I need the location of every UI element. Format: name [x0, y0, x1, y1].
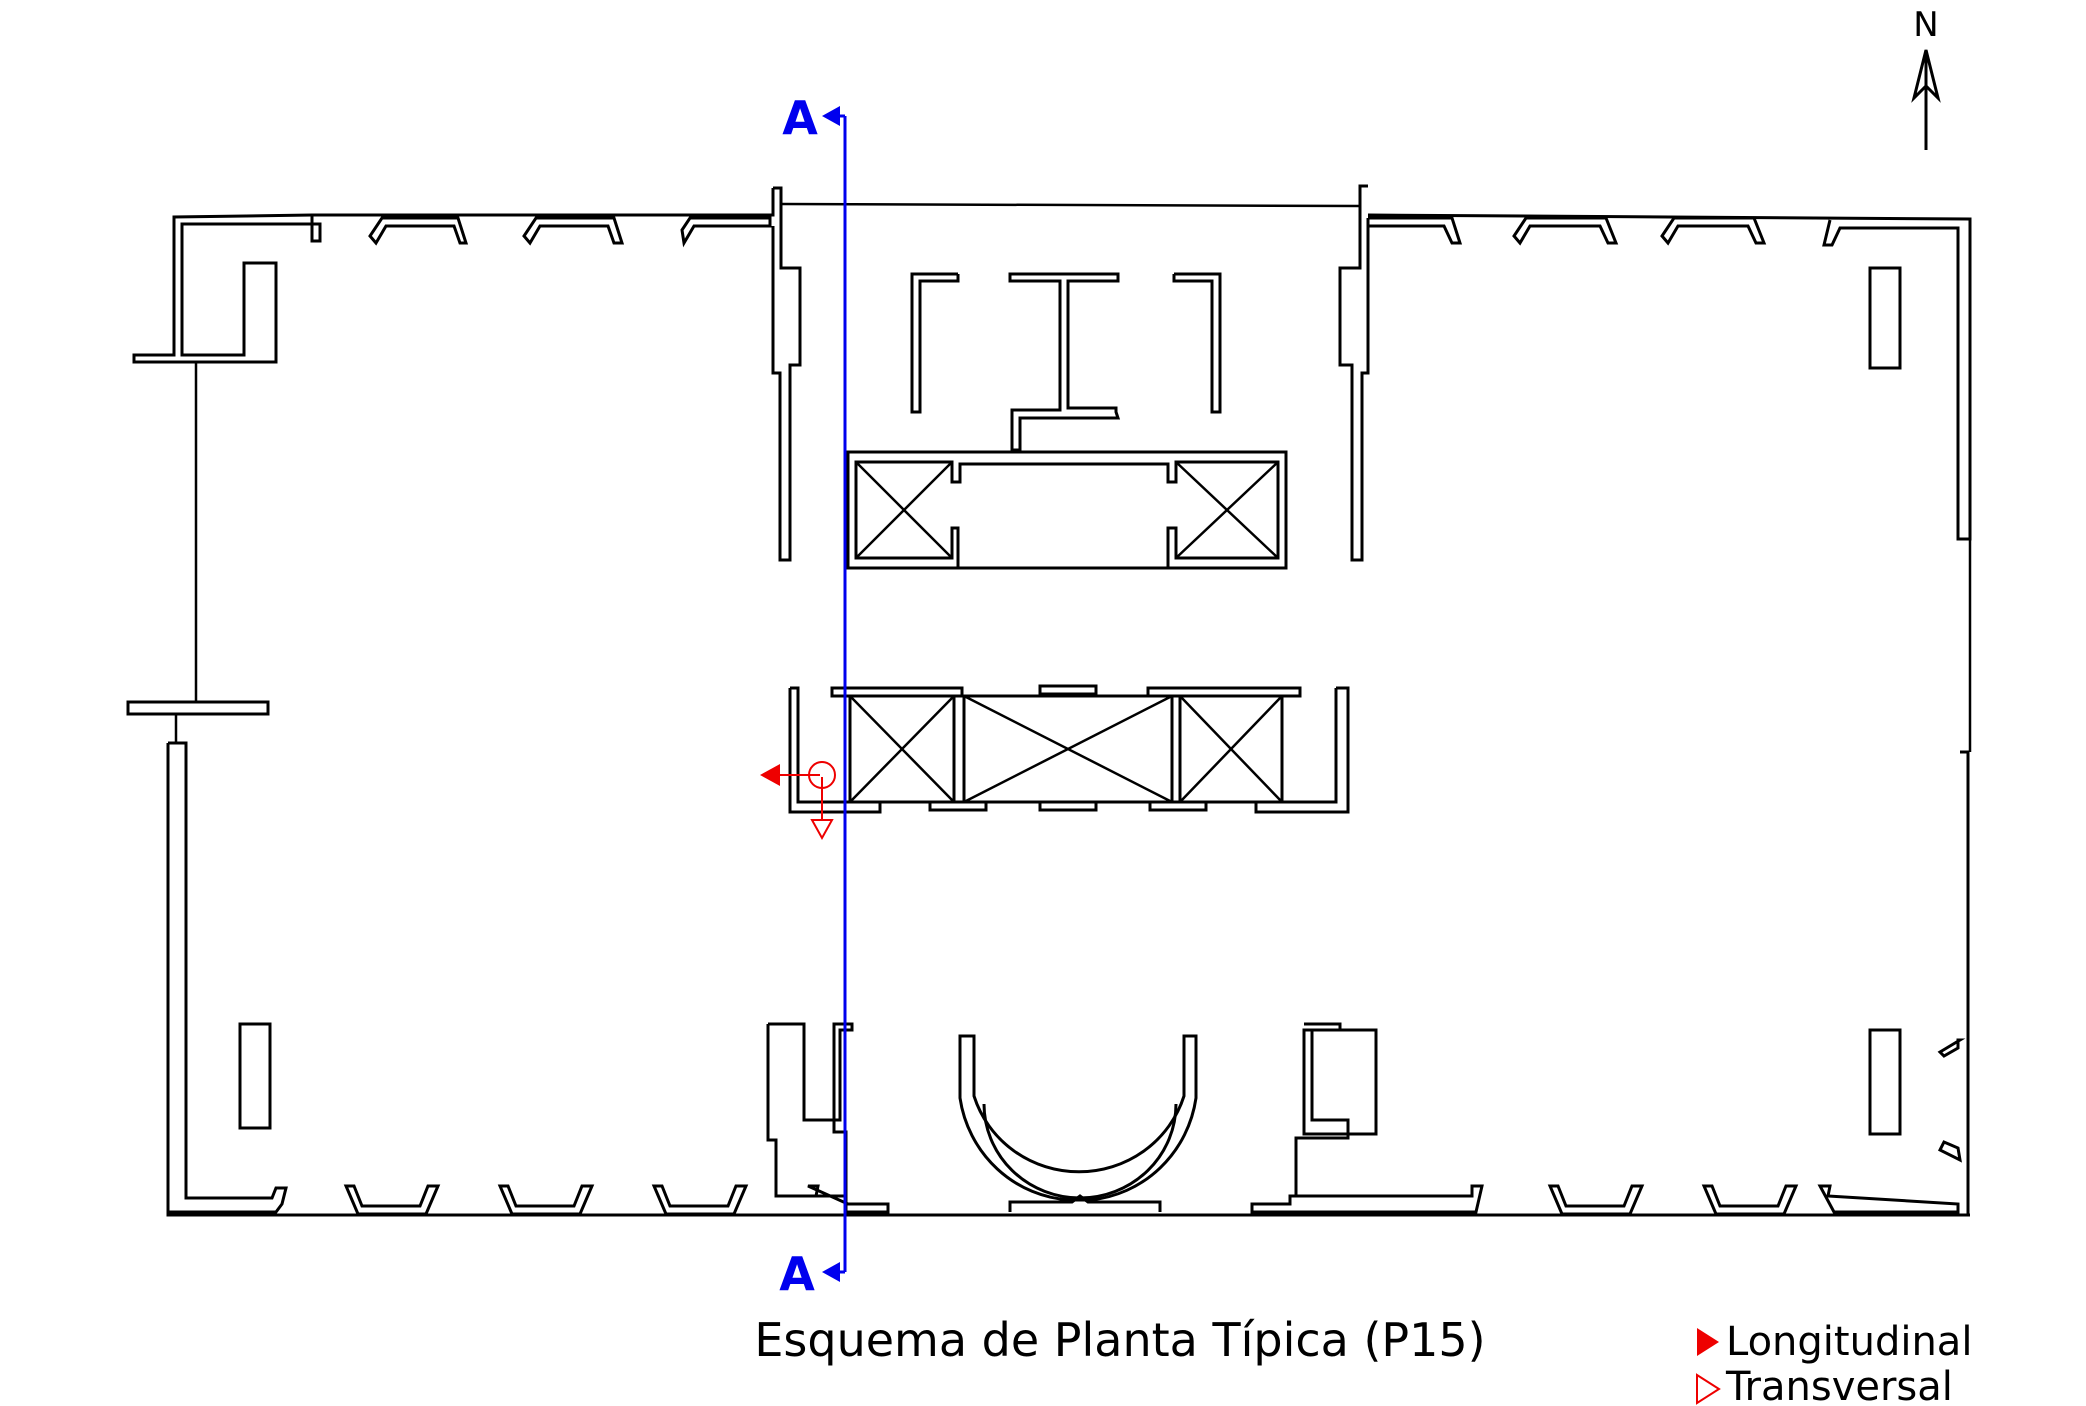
legend-label-longitudinal: Longitudinal — [1726, 1319, 1972, 1365]
measurement-point-icon — [760, 761, 836, 841]
core-upper — [846, 272, 1288, 570]
outer-walls — [126, 184, 1972, 1217]
filled-triangle-icon — [1697, 1328, 1719, 1356]
plan-title: Esquema de Planta Típica (P15) — [754, 1313, 1485, 1367]
section-arrow-icon — [822, 106, 840, 126]
section-label-bottom: A — [779, 1247, 815, 1301]
section-label-top: A — [782, 91, 818, 145]
section-line — [822, 106, 847, 1282]
columns — [238, 266, 1902, 1136]
legend-label-transversal: Transversal — [1725, 1364, 1953, 1406]
north-label: N — [1913, 5, 1938, 45]
legend: Longitudinal Transversal — [1696, 1319, 1972, 1406]
north-arrow-icon — [1911, 49, 1941, 150]
section-arrow-icon — [822, 1262, 840, 1282]
core-bottom — [766, 1022, 1378, 1212]
hollow-triangle-icon — [1696, 1373, 1721, 1405]
core-lower — [788, 684, 1350, 814]
bottom-mullions — [343, 1184, 1960, 1216]
